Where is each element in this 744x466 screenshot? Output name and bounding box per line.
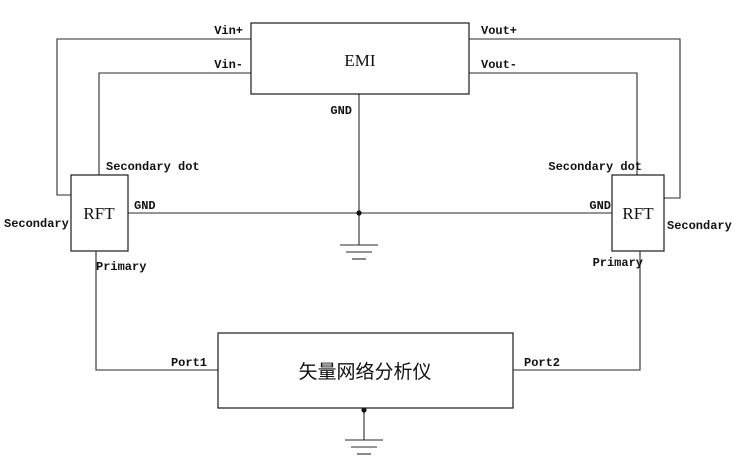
ground-symbol-top [340,244,378,260]
ground-symbol-bottom [345,439,383,455]
vin-plus-label: Vin+ [214,24,243,38]
emi-gnd-label: GND [330,104,352,118]
wire-vout-minus [469,72,638,175]
port1-label: Port1 [171,356,207,370]
secondary-dot-left-label: Secondary dot [106,160,200,174]
emi-block: EMI [250,22,470,95]
primary-right-label: Primary [593,256,643,270]
emi-block-label: EMI [344,51,376,70]
rft-left-block: RFT [70,174,129,252]
wire-vout-plus [469,38,681,199]
vin-minus-label: Vin- [214,58,243,72]
wire-primary-right-port2 [513,251,641,371]
wires [56,38,681,440]
port2-label: Port2 [524,356,560,370]
gnd-left-label: GND [134,199,156,213]
secondary-right-label: Secondary [667,219,732,233]
vout-minus-label: Vout- [481,58,517,72]
gnd-right-label: GND [589,199,611,213]
rft-right-block: RFT [611,174,665,252]
vout-plus-label: Vout+ [481,24,517,38]
wire-vin-minus [98,72,251,175]
secondary-dot-right-label: Secondary dot [548,160,642,174]
primary-left-label: Primary [96,260,146,274]
vna-block: 矢量网络分析仪 [217,332,514,409]
junction-dot-vna [361,407,367,413]
secondary-left-label: Secondary [4,217,69,231]
wire-vin-plus [56,38,251,196]
rft-right-label: RFT [622,204,654,223]
wire-primary-left-port1 [95,251,218,371]
junction-dot-gnd-bus [356,210,362,216]
rft-left-label: RFT [83,204,115,223]
vna-block-label: 矢量网络分析仪 [298,361,431,383]
